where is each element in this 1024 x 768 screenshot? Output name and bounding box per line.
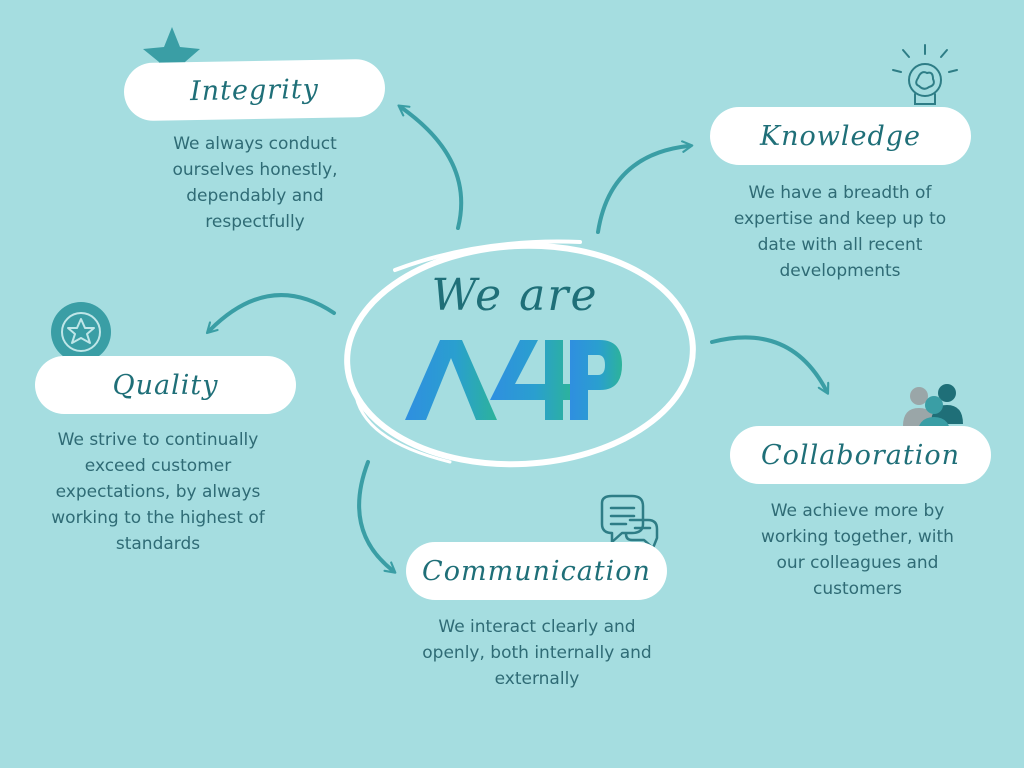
collaboration-title: Collaboration [761,439,960,471]
arrow-to-collaboration [710,335,830,395]
integrity-title: Integrity [189,73,320,107]
arrow-to-quality [205,293,336,335]
chat-bubbles-icon [600,494,659,550]
arrow-to-communication [357,460,397,574]
quality-title: Quality [112,369,219,401]
center-heading: We are [431,270,599,321]
communication-pill: Communication [406,542,667,600]
knowledge-title: Knowledge [759,120,922,152]
quality-description: We strive to continually exceed customer… [51,430,265,554]
a4p-logo [405,340,622,420]
quality-pill: Quality [35,356,296,414]
knowledge-pill: Knowledge [710,107,971,165]
communication-title: Communication [422,555,651,587]
arrow-to-knowledge [596,140,694,234]
integrity-pill: Integrity [123,58,386,122]
knowledge-description: We have a breadth of expertise and keep … [733,183,947,281]
collaboration-description: We achieve more by working together, wit… [761,501,954,599]
center-ellipse [344,239,696,468]
arrow-to-integrity [397,104,464,230]
integrity-description: We always conduct ourselves honestly, de… [172,134,338,232]
lightbulb-brain-icon [892,44,958,114]
collaboration-pill: Collaboration [730,426,991,484]
communication-description: We interact clearly and openly, both int… [422,617,652,689]
